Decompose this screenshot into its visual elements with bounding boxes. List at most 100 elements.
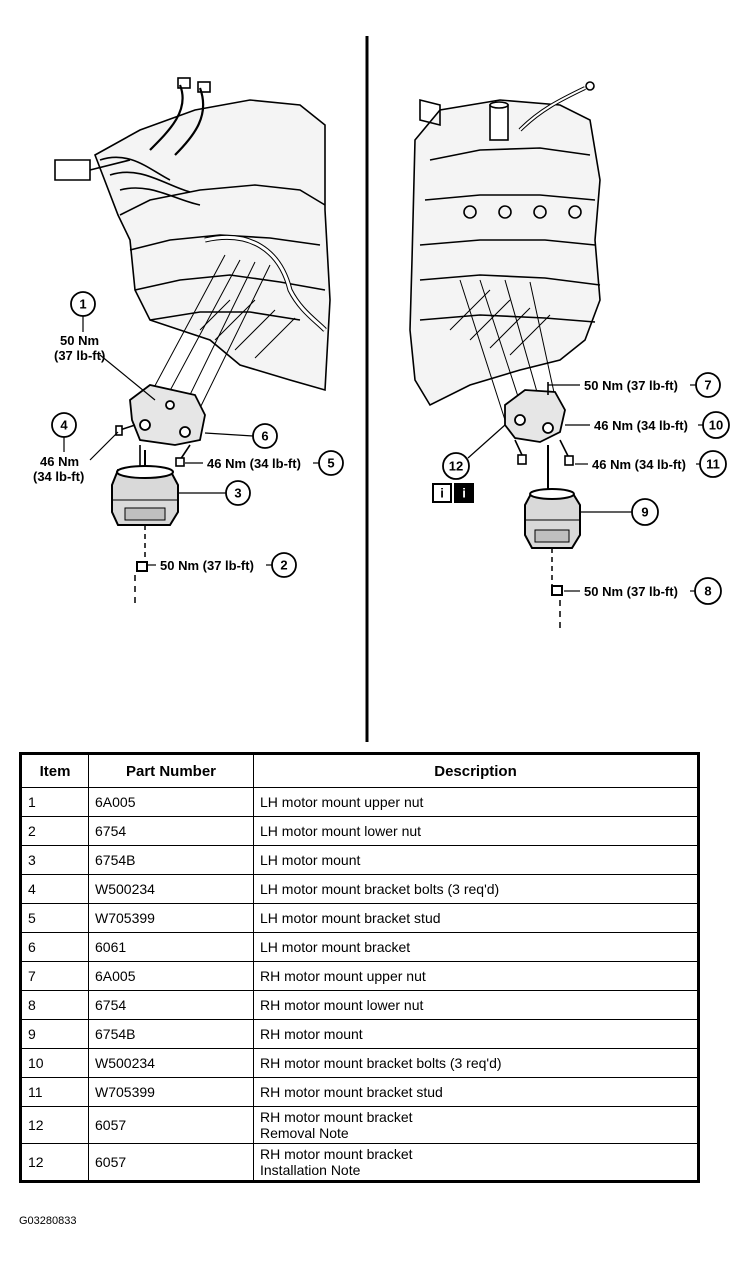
callout-11: 46 Nm (34 lb-ft) 11: [575, 450, 727, 478]
callout-3: 3: [178, 480, 251, 506]
lh-motor-mount: [111, 450, 179, 605]
callout-9: 9: [580, 498, 659, 526]
callout-5: 46 Nm (34 lb-ft) 5: [185, 450, 344, 476]
callout-5-torque: 46 Nm (34 lb-ft): [207, 456, 301, 471]
callout-9-number: 9: [641, 505, 648, 520]
description-text: RH motor mount: [260, 1026, 363, 1042]
callout-1: 1 50 Nm (37 lb-ft): [54, 291, 156, 401]
cell-part-number: W500234: [88, 874, 254, 904]
installation-note-link[interactable]: Installation Note: [260, 1162, 361, 1178]
cell-part-number: 6A005: [88, 961, 254, 991]
callout-10-torque: 46 Nm (34 lb-ft): [594, 418, 688, 433]
cell-item: 5: [20, 903, 89, 933]
cell-description: LH motor mount bracket bolts (3 req'd): [253, 874, 699, 904]
callout-11-number: 11: [706, 457, 720, 472]
callout-7-number: 7: [704, 378, 711, 393]
callout-4-torque-line1: 46 Nm: [40, 454, 79, 469]
cell-item: 3: [20, 845, 89, 875]
removal-note-link[interactable]: Removal Note: [260, 1125, 349, 1141]
callout-8-number: 8: [704, 584, 711, 599]
callout-8-torque: 50 Nm (37 lb-ft): [584, 584, 678, 599]
callout-4: 4 46 Nm (34 lb-ft): [33, 412, 119, 484]
cell-part-number: 6061: [88, 932, 254, 962]
cell-part-number: W705399: [88, 1077, 254, 1107]
cell-description: RH motor mount bracket stud: [253, 1077, 699, 1107]
cell-description: LH motor mount bracket: [253, 932, 699, 962]
callout-4-number: 4: [60, 418, 68, 433]
cell-part-number: 6057: [88, 1106, 254, 1144]
callout-11-torque: 46 Nm (34 lb-ft): [592, 457, 686, 472]
description-text: RH motor mount bracket: [260, 1146, 413, 1162]
cell-item: 6: [20, 932, 89, 962]
rh-bracket-bolts: [514, 382, 574, 466]
callout-2-torque: 50 Nm (37 lb-ft): [160, 558, 254, 573]
callout-5-number: 5: [327, 456, 334, 471]
cell-part-number: W500234: [88, 1048, 254, 1078]
description-text: LH motor mount: [260, 852, 361, 868]
rh-motor-mount-bracket: [504, 389, 566, 443]
cell-item: 2: [20, 816, 89, 846]
cell-item: 1: [20, 787, 89, 817]
callout-12: 12 i i: [432, 424, 506, 503]
callout-7: 50 Nm (37 lb-ft) 7: [548, 372, 721, 398]
table-header-row: Item Part Number Description: [20, 753, 699, 788]
cell-description: LH motor mount upper nut: [253, 787, 699, 817]
cell-description: LH motor mount lower nut: [253, 816, 699, 846]
lh-motor-mount-bracket: [129, 384, 206, 446]
callout-3-number: 3: [234, 486, 241, 501]
cell-description: RH motor mount: [253, 1019, 699, 1049]
rh-motor-mount: [524, 445, 581, 630]
callout-6: 6: [204, 423, 278, 449]
description-text: LH motor mount bracket: [260, 939, 411, 955]
installation-note-info-icon[interactable]: i: [454, 483, 474, 503]
cell-part-number: 6754B: [88, 1019, 254, 1049]
removal-note-info-icon[interactable]: i: [432, 483, 452, 503]
cell-item: 12: [20, 1106, 89, 1144]
callout-6-number: 6: [261, 429, 268, 444]
svg-text:i: i: [440, 486, 444, 501]
description-text: LH motor mount bracket stud: [260, 910, 441, 926]
cell-description: LH motor mount: [253, 845, 699, 875]
cell-item: 7: [20, 961, 89, 991]
rh-engine-drawing: [409, 81, 601, 421]
cell-description: RH motor mount bracket bolts (3 req'd): [253, 1048, 699, 1078]
header-description: Description: [253, 753, 699, 788]
cell-part-number: 6754: [88, 990, 254, 1020]
cell-part-number: 6A005: [88, 787, 254, 817]
callout-12-number: 12: [449, 459, 463, 474]
cell-description: LH motor mount bracket stud: [253, 903, 699, 933]
cell-part-number: 6754B: [88, 845, 254, 875]
description-text: LH motor mount bracket bolts (3 req'd): [260, 881, 500, 897]
callout-2: 50 Nm (37 lb-ft) 2: [148, 552, 297, 578]
cell-item: 8: [20, 990, 89, 1020]
callout-8: 50 Nm (37 lb-ft) 8: [564, 577, 722, 605]
callout-10: 46 Nm (34 lb-ft) 10: [565, 411, 730, 439]
description-text: RH motor mount bracket stud: [260, 1084, 443, 1100]
cell-item: 4: [20, 874, 89, 904]
lh-bracket-bolts: [115, 424, 191, 470]
cell-description: RH motor mount lower nut: [253, 990, 699, 1020]
description-text: LH motor mount upper nut: [260, 794, 424, 810]
lh-engine-drawing: [54, 77, 331, 409]
cell-item: 11: [20, 1077, 89, 1107]
callout-1-number: 1: [79, 297, 86, 312]
callout-4-torque-line2: (34 lb-ft): [33, 469, 84, 484]
cell-part-number: 6754: [88, 816, 254, 846]
callout-1-torque-line1: 50 Nm: [60, 333, 99, 348]
callout-2-number: 2: [280, 558, 287, 573]
svg-text:i: i: [462, 486, 466, 501]
cell-item: 12: [20, 1143, 89, 1182]
